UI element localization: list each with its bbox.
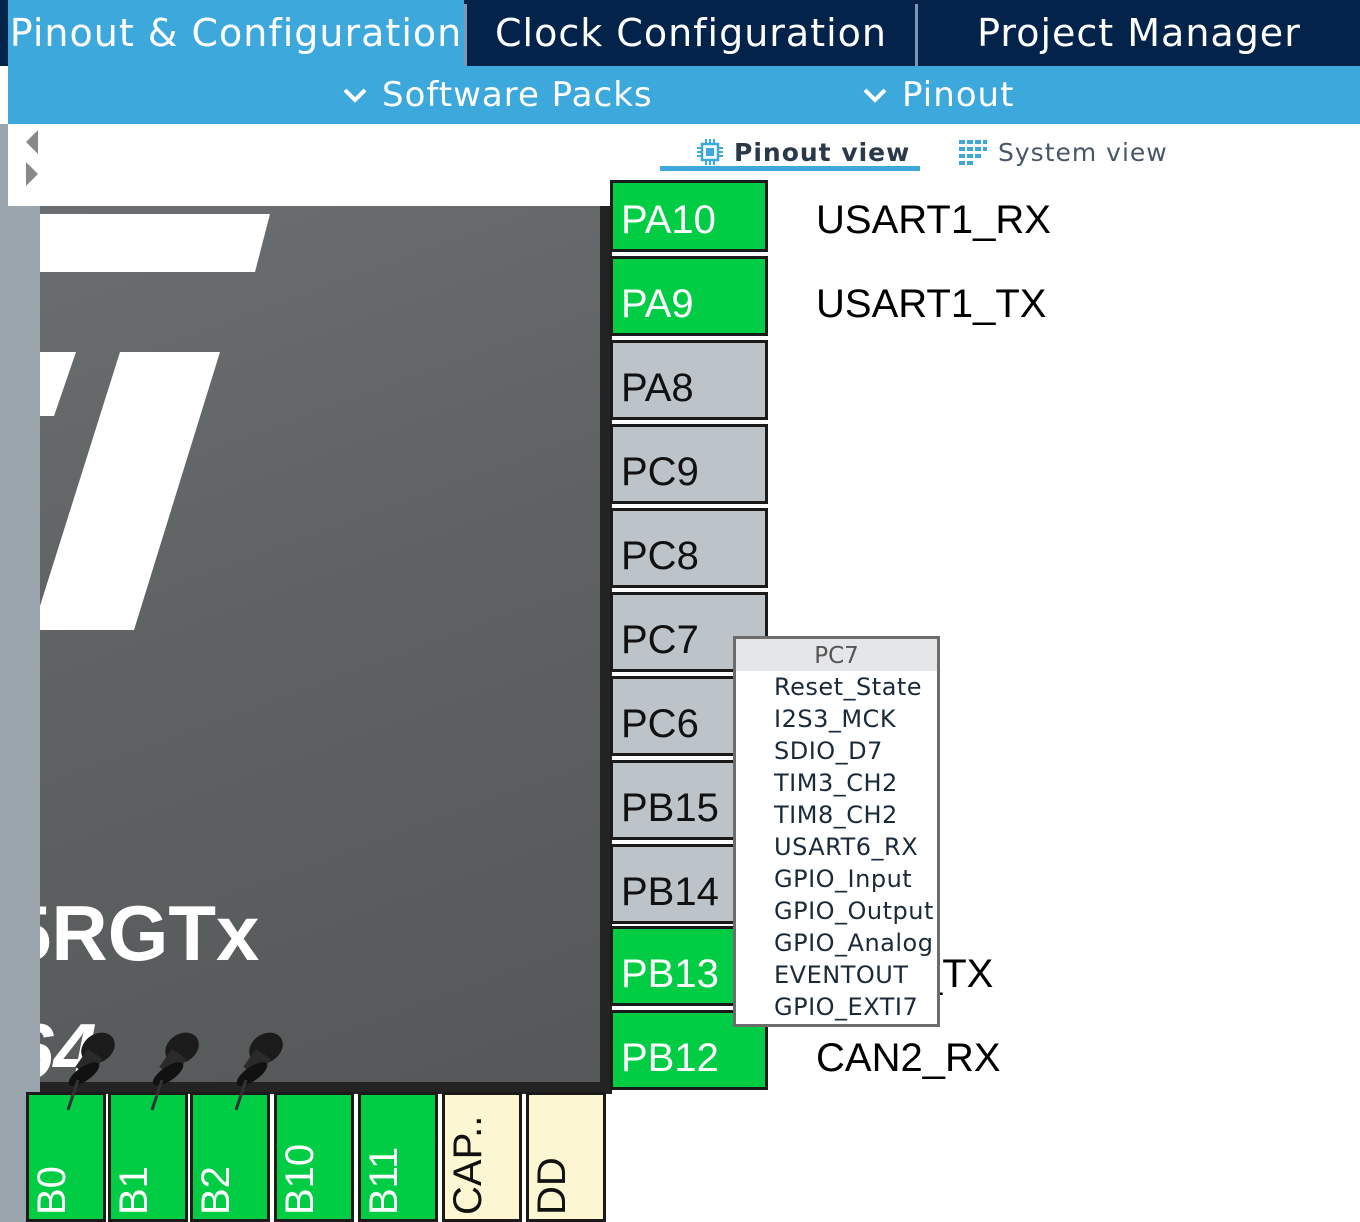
- signal-label-pa10: USART1_RX: [816, 198, 1051, 242]
- grid-icon: [959, 140, 987, 165]
- menu-item-reset-state[interactable]: Reset_State: [774, 673, 923, 701]
- pin-pb0[interactable]: B0: [26, 1092, 106, 1222]
- pushpin-icon: [234, 1032, 283, 1111]
- pin-name: PC6: [621, 702, 699, 746]
- pin-name: PB15: [621, 786, 719, 830]
- pin-name: B1: [112, 1166, 156, 1215]
- pin-pb11[interactable]: B11: [358, 1092, 438, 1222]
- pin-pb10[interactable]: B10: [274, 1092, 354, 1222]
- pin-name: DD: [530, 1157, 574, 1215]
- menu-item-eventout[interactable]: EVENTOUT: [774, 961, 909, 989]
- menu-item-tim8-ch2[interactable]: TIM8_CH2: [774, 801, 898, 829]
- pin-pb1[interactable]: B1: [108, 1092, 188, 1222]
- pin-name: B11: [362, 1146, 406, 1215]
- menu-title: PC7: [736, 639, 937, 671]
- pin-function-menu: PC7 Reset_State I2S3_MCK SDIO_D7 TIM3_CH…: [733, 636, 940, 1027]
- tab-pinout-configuration[interactable]: Pinout & Configuration: [8, 0, 464, 66]
- pin-pa8[interactable]: PA8: [610, 340, 768, 420]
- pin-vcap[interactable]: CAP..: [442, 1092, 522, 1222]
- pinout-view-label: Pinout view: [734, 137, 911, 167]
- menu-item-sdio-d7[interactable]: SDIO_D7: [774, 737, 883, 765]
- st-logo-icon: [40, 214, 270, 630]
- mcu-chip-body: 5RGTx 64: [40, 206, 600, 1082]
- pin-name: PA9: [621, 282, 694, 326]
- pin-name: PC9: [621, 450, 699, 494]
- pinout-menu[interactable]: Pinout: [860, 66, 1014, 124]
- software-packs-label: Software Packs: [382, 75, 653, 115]
- signal-label-pb12: CAN2_RX: [816, 1036, 1001, 1080]
- pin-pb2[interactable]: B2: [190, 1092, 270, 1222]
- menu-item-i2s3-mck[interactable]: I2S3_MCK: [774, 705, 897, 733]
- pin-name: PB14: [621, 870, 719, 914]
- chip-icon: [697, 139, 723, 165]
- chip-part-number: 5RGTx: [40, 889, 260, 977]
- pin-name: B10: [278, 1143, 322, 1215]
- pin-pc9[interactable]: PC9: [610, 424, 768, 504]
- menu-item-gpio-output[interactable]: GPIO_Output: [774, 897, 934, 925]
- sub-menu-bar: Software Packs Pinout: [8, 66, 1360, 124]
- left-side-panel: [0, 124, 40, 1222]
- main-tab-bar: Pinout & Configuration Clock Configurati…: [0, 0, 1360, 66]
- menu-item-gpio-exti7[interactable]: GPIO_EXTI7: [774, 993, 919, 1021]
- pin-name: PA8: [621, 366, 694, 410]
- pin-name: B0: [30, 1166, 74, 1215]
- chevron-down-icon: [863, 88, 887, 103]
- pin-pa9[interactable]: PA9: [610, 256, 768, 336]
- pin-vdd[interactable]: DD: [526, 1092, 606, 1222]
- menu-item-gpio-input[interactable]: GPIO_Input: [774, 865, 913, 893]
- signal-label-pa9: USART1_TX: [816, 282, 1047, 326]
- pushpin-icon: [66, 1032, 115, 1111]
- software-packs-menu[interactable]: Software Packs: [340, 66, 653, 124]
- menu-item-gpio-analog[interactable]: GPIO_Analog: [774, 929, 934, 957]
- tab-divider: [464, 4, 467, 66]
- system-view-button[interactable]: System view: [958, 132, 1168, 172]
- menu-item-tim3-ch2[interactable]: TIM3_CH2: [774, 769, 898, 797]
- pin-pc7[interactable]: PC7: [610, 592, 768, 672]
- pin-name: PC8: [621, 534, 699, 578]
- tab-project-manager[interactable]: Project Manager: [977, 11, 1301, 55]
- pin-name: PA10: [621, 198, 716, 242]
- pin-name: PC7: [621, 618, 699, 662]
- pin-name: CAP..: [446, 1115, 490, 1215]
- pin-name: B2: [194, 1166, 238, 1215]
- pushpin-icon: [150, 1032, 199, 1111]
- pin-pa10[interactable]: PA10: [610, 180, 768, 252]
- pin-pc8[interactable]: PC8: [610, 508, 768, 588]
- active-view-indicator: [660, 166, 920, 171]
- collapse-arrows-icon[interactable]: [24, 128, 40, 198]
- chevron-down-icon: [343, 88, 367, 103]
- tab-clock-configuration[interactable]: Clock Configuration: [494, 11, 888, 55]
- menu-item-usart6-rx[interactable]: USART6_RX: [774, 833, 919, 861]
- tab-divider: [915, 4, 918, 66]
- pin-name: PB13: [621, 952, 719, 996]
- system-view-label: System view: [998, 137, 1168, 167]
- pinout-view-button[interactable]: Pinout view: [696, 132, 910, 172]
- pin-name: PB12: [621, 1036, 719, 1080]
- pinout-menu-label: Pinout: [902, 75, 1015, 115]
